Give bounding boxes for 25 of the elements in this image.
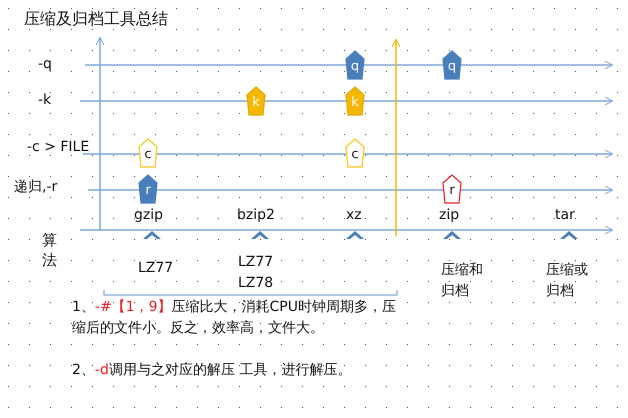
- tool-note: 压缩或归档: [546, 261, 588, 301]
- pentagon-marker: q: [442, 50, 462, 80]
- algorithm-label: LZ77: [138, 260, 174, 277]
- pentagon-marker: k: [246, 86, 266, 116]
- pentagon-marker: q: [345, 50, 365, 80]
- pentagon-marker: c: [345, 138, 365, 168]
- pentagon-marker: r: [138, 174, 158, 204]
- pentagon-marker: c: [138, 138, 158, 168]
- tool-name: bzip2: [237, 207, 275, 224]
- tool-name: zip: [439, 207, 460, 224]
- option-label: -k: [38, 92, 52, 109]
- tool-name: gzip: [134, 207, 164, 224]
- tool-name: xz: [346, 207, 362, 224]
- note-text: 2、-d调用与之对应的解压 工具，进行解压。: [72, 361, 352, 380]
- option-label: 递归,-r: [14, 179, 58, 196]
- pentagon-marker: k: [345, 86, 365, 116]
- note-text: 1、-#【1，9】压缩比大，消耗CPU时钟周期多，压缩后的文件小。反之，效率高，文件大。: [72, 298, 397, 338]
- title: 压缩及归档工具总结: [24, 9, 168, 28]
- option-label: -q: [38, 56, 52, 73]
- option-label: -c > FILE: [27, 139, 90, 156]
- tool-note: 压缩和归档: [441, 261, 483, 301]
- algorithm-label: LZ77 LZ78: [238, 253, 274, 293]
- tool-name: tar: [555, 207, 575, 224]
- pentagon-marker: r: [442, 174, 462, 204]
- axis-label: 算法: [42, 230, 57, 270]
